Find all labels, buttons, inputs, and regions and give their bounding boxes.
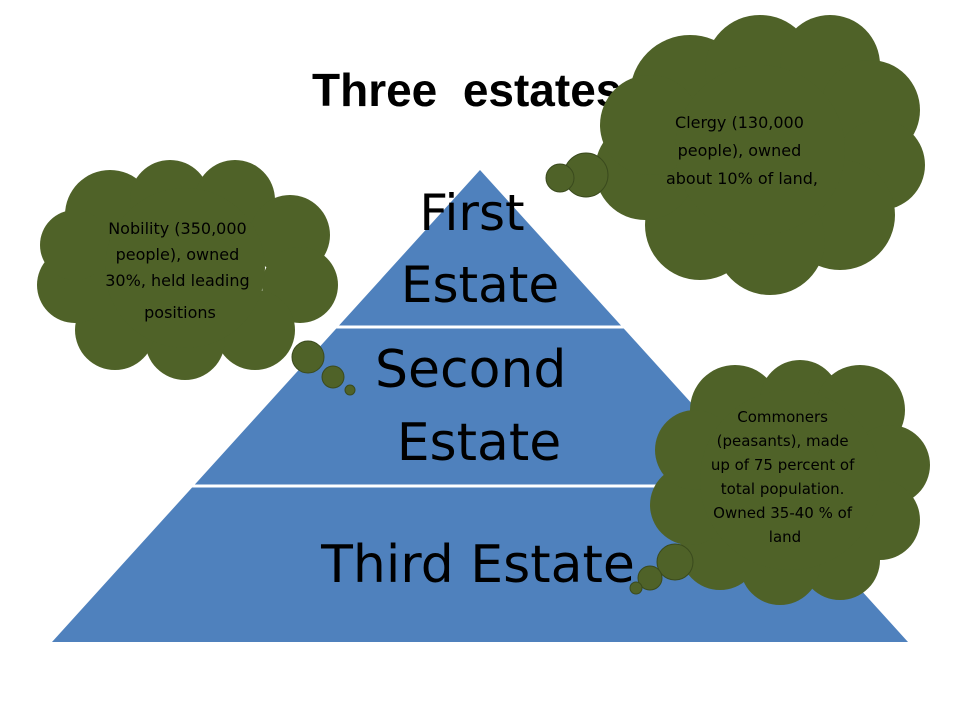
tier-third-line-1: Third Estate (320, 535, 635, 595)
nobility-cloud-shape (37, 160, 338, 380)
nobility-line-1: Nobility (350,000 (108, 219, 246, 238)
commoners-cloud-shape (650, 360, 930, 605)
commoners-line-1: Commoners (737, 408, 828, 426)
clergy-thought-bubble: Clergy (130,000 people), owned about 10%… (545, 15, 925, 295)
tier-first-line-1: First (419, 184, 524, 242)
commoners-bubble-dot-large (656, 543, 694, 581)
nobility-line-3: 30%, held leading (105, 271, 249, 290)
slide-title: Three estates (312, 64, 622, 116)
tier-first-estate: First Estate (401, 184, 559, 314)
tier-third-estate: Third Estate (320, 535, 635, 595)
commoners-bubble-dot-small (629, 581, 643, 595)
commoners-line-6: land (769, 528, 801, 546)
commoners-line-3: up of 75 percent of (711, 456, 855, 474)
nobility-line-4: positions (144, 303, 216, 322)
commoners-bubble-text: Commoners (peasants), made up of 75 perc… (711, 408, 859, 546)
commoners-line-5: Owned 35-40 % of (713, 504, 853, 522)
nobility-bubble-dot-medium (321, 365, 345, 389)
clergy-bubble-text: Clergy (130,000 people), owned about 10%… (666, 113, 818, 188)
nobility-thought-bubble: Nobility (350,000 people), owned 30%, he… (37, 160, 356, 396)
nobility-bubble-dot-small (344, 384, 356, 396)
commoners-line-2: (peasants), made (717, 432, 849, 450)
nobility-bubble-text: Nobility (350,000 people), owned 30%, he… (105, 219, 255, 322)
commoners-thought-bubble: Commoners (peasants), made up of 75 perc… (629, 360, 930, 605)
tier-second-estate: Second Estate (375, 340, 583, 473)
clergy-line-1: Clergy (130,000 (675, 113, 804, 132)
nobility-line-2: people), owned (116, 245, 240, 264)
commoners-bubble-dot-medium (637, 565, 663, 591)
clergy-line-2: people), owned (678, 141, 802, 160)
clergy-cloud-shape (595, 15, 925, 295)
tier-second-line-1: Second (375, 340, 566, 400)
tier-second-line-2: Estate (397, 413, 562, 473)
clergy-bubble-dot-small (545, 163, 575, 193)
tier-first-line-2: Estate (401, 256, 559, 314)
nobility-bubble-dot-large (291, 340, 325, 374)
commoners-line-4: total population. (721, 480, 845, 498)
clergy-line-3: about 10% of land, (666, 169, 818, 188)
